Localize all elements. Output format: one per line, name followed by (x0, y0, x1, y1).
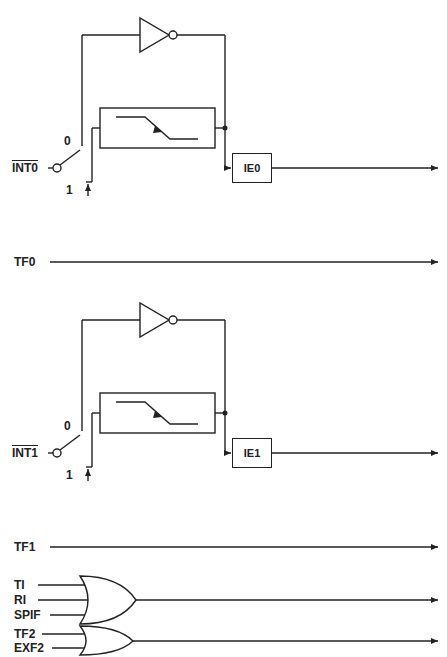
switch-position: 0 (64, 135, 71, 147)
switch-position: 0 (64, 420, 71, 432)
flag-name: IE0 (244, 162, 261, 174)
signal-name: RI (14, 594, 26, 606)
flag-box: IE0 (232, 153, 272, 183)
signal-name: INT0 (12, 162, 38, 174)
signal-name: TF0 (14, 256, 35, 268)
signal-name: EXF2 (14, 642, 44, 654)
signal-name: TF2 (14, 628, 35, 640)
flag-name: IE1 (244, 447, 261, 459)
signal-name: SPIF (14, 609, 41, 621)
flag-box: IE1 (232, 438, 272, 468)
switch-position: 1 (66, 469, 73, 481)
signal-name: TF1 (14, 541, 35, 553)
signal-name: INT1 (12, 447, 38, 459)
signal-name: TI (14, 579, 25, 591)
switch-position: 1 (66, 184, 73, 196)
